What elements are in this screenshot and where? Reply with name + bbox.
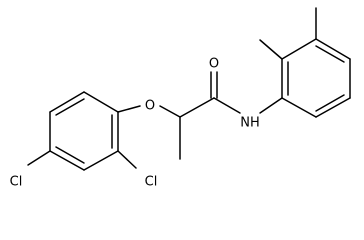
ring-b-bond-2 bbox=[281, 38, 317, 60]
ring-to-oxygen-bond bbox=[117, 105, 141, 113]
carbonyl-to-nitrogen-bond bbox=[213, 97, 241, 114]
ring-a-double-bond-6 bbox=[55, 98, 85, 116]
ring-a-double-bond-4 bbox=[55, 146, 85, 164]
ring-a-bond-3 bbox=[83, 150, 119, 171]
ring-b-bond-5 bbox=[315, 97, 351, 118]
amide-nitrogen-label: NH bbox=[240, 116, 260, 131]
structure-diagram: O O NH Cl Cl bbox=[10, 7, 351, 190]
carbonyl-oxygen-label: O bbox=[209, 57, 219, 72]
ortho-methyl-bond bbox=[259, 39, 283, 60]
ring-b-bond-6 bbox=[281, 97, 317, 118]
para-chlorine-label: Cl bbox=[10, 175, 23, 190]
dimethylphenyl-ring bbox=[281, 38, 351, 118]
nitrogen-to-ring-bond bbox=[259, 97, 283, 114]
dichlorophenyl-ring bbox=[49, 91, 119, 171]
molecule-drawing: O O NH Cl Cl bbox=[10, 7, 351, 190]
para-chlorine-bond bbox=[27, 150, 51, 166]
ortho-chlorine-bond bbox=[117, 150, 137, 169]
ring-a-bond-1 bbox=[83, 91, 119, 113]
ring-b-double-bond-3 bbox=[315, 45, 345, 63]
ring-a-bond-6 bbox=[49, 91, 85, 113]
ring-a-bond-4 bbox=[49, 150, 85, 171]
oxygen-to-chiral-carbon-bond bbox=[159, 105, 181, 118]
ortho-chlorine-label: Cl bbox=[145, 175, 158, 190]
ring-b-bond-3 bbox=[315, 38, 351, 60]
ether-oxygen-label: O bbox=[145, 99, 155, 114]
chain-bond bbox=[179, 97, 215, 118]
ring-b-double-bond-5 bbox=[315, 94, 345, 112]
